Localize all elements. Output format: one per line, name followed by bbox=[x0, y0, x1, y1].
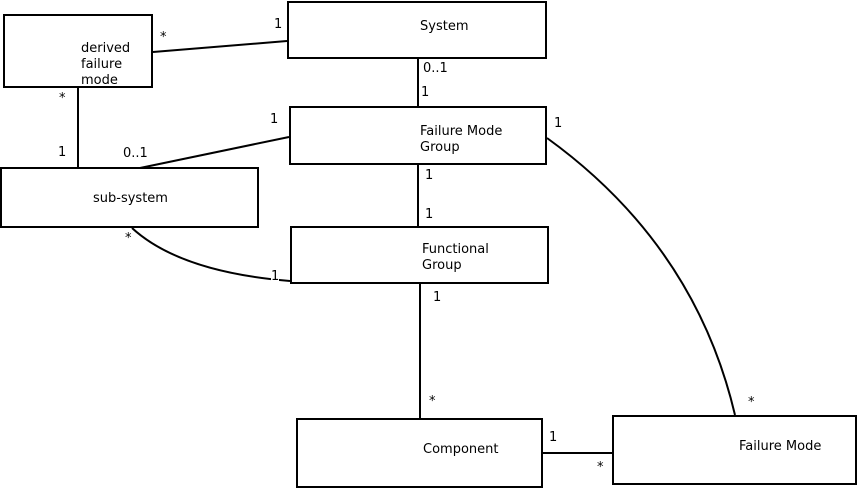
edge-sub-system-failure-mode-group bbox=[139, 136, 290, 169]
class-name-derived-failure-mode: derived failure mode bbox=[81, 41, 131, 88]
class-name-system: System bbox=[420, 19, 469, 34]
multiplicity-failure-mode-group-to-sub-system: 1 bbox=[270, 112, 279, 128]
multiplicity-functional-group-to-failure-mode-group: 1 bbox=[425, 207, 434, 223]
multiplicity-system-to-failure-mode-group: 0..1 bbox=[423, 61, 448, 77]
class-name-failure-mode: Failure Mode bbox=[739, 439, 822, 454]
multiplicity-functional-group-to-sub-system: 1 bbox=[271, 269, 280, 285]
class-box-derived-failure-mode: derived failure mode bbox=[3, 14, 153, 88]
class-name-component: Component bbox=[423, 442, 499, 457]
multiplicity-failure-mode-to-failure-mode-group: * bbox=[748, 395, 755, 411]
edge-failure-mode-group-failure-mode bbox=[546, 137, 736, 416]
class-box-component: Component bbox=[296, 418, 543, 488]
multiplicity-derived-failure-mode-to-system: * bbox=[160, 30, 167, 46]
edge-sub-system-functional-group bbox=[131, 227, 291, 282]
multiplicity-functional-group-to-component: 1 bbox=[433, 290, 442, 306]
multiplicity-sub-system-to-failure-mode-group: 0..1 bbox=[123, 146, 148, 162]
class-box-sub-system: sub-system bbox=[0, 167, 259, 228]
class-box-functional-group: Functional Group bbox=[290, 226, 549, 284]
multiplicity-failure-mode-to-component: * bbox=[597, 460, 604, 476]
class-name-sub-system: sub-system bbox=[93, 191, 168, 206]
class-name-functional-group: Functional Group bbox=[422, 242, 489, 273]
multiplicity-derived-failure-mode-to-sub-system: * bbox=[59, 91, 66, 107]
class-box-failure-mode-group: Failure Mode Group bbox=[289, 106, 547, 165]
edge-derived-failure-mode-system bbox=[152, 40, 288, 53]
multiplicity-sub-system-to-functional-group: * bbox=[125, 231, 132, 247]
multiplicity-system-to-derived-failure-mode: 1 bbox=[274, 17, 283, 33]
multiplicity-sub-system-to-derived-failure-mode: 1 bbox=[58, 145, 67, 161]
multiplicity-failure-mode-group-to-functional-group: 1 bbox=[425, 168, 434, 184]
class-box-system: System bbox=[287, 1, 547, 59]
multiplicity-component-to-failure-mode: 1 bbox=[549, 430, 558, 446]
class-name-failure-mode-group: Failure Mode Group bbox=[420, 124, 503, 155]
multiplicity-failure-mode-group-to-system: 1 bbox=[421, 85, 430, 101]
multiplicity-failure-mode-group-to-failure-mode: 1 bbox=[554, 116, 563, 132]
multiplicity-component-to-functional-group: * bbox=[429, 394, 436, 410]
class-box-failure-mode: Failure Mode bbox=[612, 415, 857, 485]
